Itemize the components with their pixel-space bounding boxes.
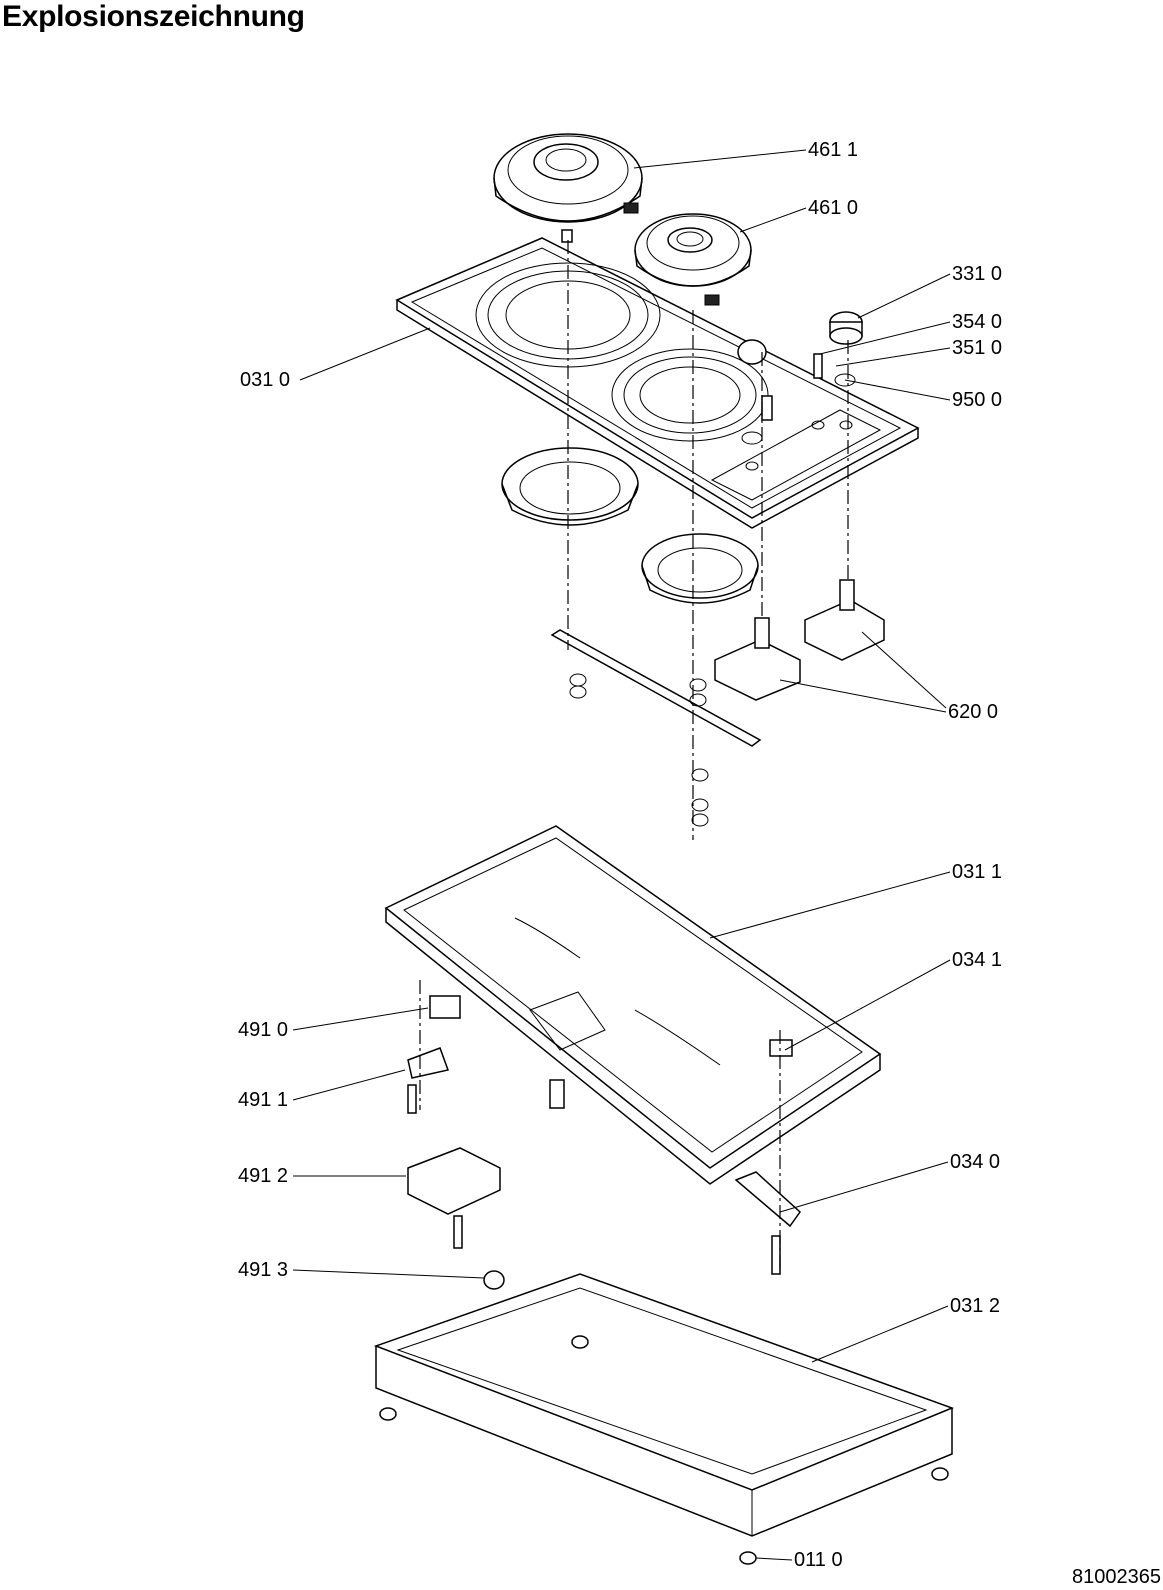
large-hotplate [493, 133, 643, 243]
small-hotplate [634, 213, 752, 306]
leader-lines [292, 149, 951, 1561]
energy-regulators [714, 579, 885, 701]
cooktop-plate [395, 237, 920, 529]
part-label-351-0: 351 0 [952, 337, 1003, 359]
part-label-461-1: 461 1 [808, 139, 859, 161]
base-frame [373, 1273, 955, 1565]
part-label-491-2: 491 2 [238, 1165, 289, 1187]
page-title: Explosionszeichnung [2, 0, 305, 33]
housing-tray [384, 825, 882, 1185]
heat-reflectors [501, 447, 759, 604]
part-label-491-0: 491 0 [238, 1019, 289, 1041]
assembly-axes [419, 240, 849, 1270]
mounting-clamp [549, 1079, 801, 1275]
part-label-950-0: 950 0 [952, 389, 1003, 411]
part-label-031-2: 031 2 [950, 1295, 1001, 1317]
part-label-491-3: 491 3 [238, 1259, 289, 1281]
part-label-354-0: 354 0 [952, 311, 1003, 333]
knob-and-fittings [737, 311, 863, 445]
part-label-034-0: 034 0 [950, 1151, 1001, 1173]
part-label-620-0: 620 0 [948, 701, 999, 723]
part-label-461-0: 461 0 [808, 197, 859, 219]
terminal-strip [550, 629, 762, 827]
part-label-331-0: 331 0 [952, 263, 1003, 285]
part-label-034-1: 034 1 [952, 949, 1003, 971]
part-label-031-0: 031 0 [240, 369, 291, 391]
part-label-491-1: 491 1 [238, 1089, 289, 1111]
terminal-block [407, 995, 505, 1290]
part-label-011-0: 011 0 [794, 1549, 843, 1571]
part-label-031-1: 031 1 [952, 861, 1003, 883]
document-number: 81002365 [1072, 1566, 1161, 1588]
